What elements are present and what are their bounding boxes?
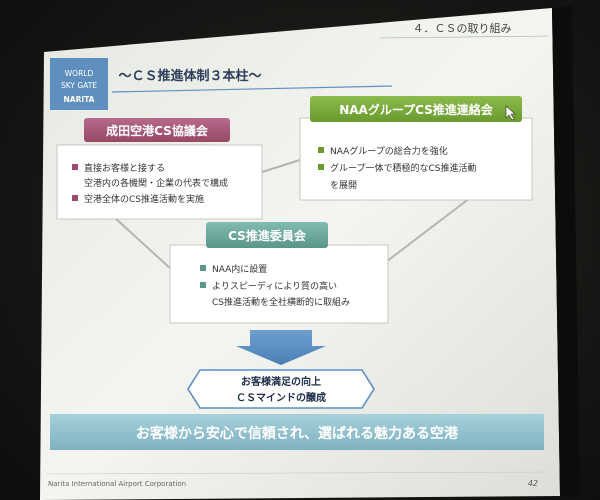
pillar-1-title: 成田空港CS協議会: [106, 123, 209, 138]
heading-rule: [111, 85, 393, 93]
pillar-3-title: CS推進委員会: [228, 228, 307, 243]
pillar-cs-council: 成田空港CS協議会 直接お客様と接する 空港内の各機関・企業の代表で構成 空港全…: [56, 118, 263, 220]
logo-line-3: NARITA: [64, 95, 95, 104]
pillar-3-bullet-2: よりスピーディにより質の高い: [212, 280, 337, 292]
pillar-naa-group-liaison: NAAグループCS推進連絡会 NAAグループの総合力を強化 グループ一体で積極的…: [299, 96, 533, 201]
pillar-3-bullet-1: NAA内に設置: [212, 263, 267, 275]
section-title: ４．ＣＳの取り組み: [413, 22, 512, 35]
page-number: 42: [528, 479, 538, 488]
footer-rule: [45, 471, 549, 475]
bullet-marker: [200, 265, 206, 271]
pillar-1-bullet-2: 空港内の各機関・企業の代表で構成: [84, 177, 228, 189]
pillar-cs-committee: CS推進委員会 NAA内に設置 よりスピーディにより質の高い CS推進活動を全社…: [169, 222, 389, 324]
goal-line-1: お客様満足の向上: [241, 375, 321, 388]
screen-frame: [552, 6, 580, 498]
down-arrow-icon: [236, 330, 326, 365]
logo-line-1: WORLD: [65, 69, 94, 78]
bullet-marker: [318, 147, 324, 153]
pillar-2-bullet-2: グループ一体で積極的なCS推進活動: [330, 162, 476, 174]
logo: WORLD SKY GATE NARITA: [50, 58, 108, 110]
mouse-cursor-icon: [505, 105, 516, 121]
footer-company: Narita International Airport Corporation: [48, 480, 186, 488]
bullet-marker: [72, 164, 78, 170]
goal-hexagon: お客様満足の向上 ＣＳマインドの醸成: [187, 369, 375, 409]
pillar-1-bullet-3: 空港全体のCS推進活動を実施: [84, 193, 204, 205]
slide-heading: ～ＣＳ推進体制３本柱～: [118, 68, 261, 84]
pillar-3-bullet-3: CS推進活動を全社横断的に取組み: [212, 296, 350, 308]
vision-banner: [50, 414, 544, 450]
pillar-2-title: NAAグループCS推進連絡会: [339, 102, 494, 117]
pillar-1-bullet-1: 直接お客様と接する: [84, 162, 165, 174]
pillar-2-bullet-3: を展開: [330, 180, 357, 191]
vision-banner-text: お客様から安心で信頼され、選ばれる魅力ある空港: [136, 425, 459, 442]
pillar-2-bullet-1: NAAグループの総合力を強化: [330, 145, 448, 157]
goal-line-2: ＣＳマインドの醸成: [236, 391, 326, 404]
logo-line-2: SKY GATE: [61, 81, 97, 90]
bullet-marker: [318, 164, 324, 170]
bullet-marker: [200, 282, 206, 288]
bullet-marker: [72, 195, 78, 201]
title-rule: [379, 35, 549, 39]
